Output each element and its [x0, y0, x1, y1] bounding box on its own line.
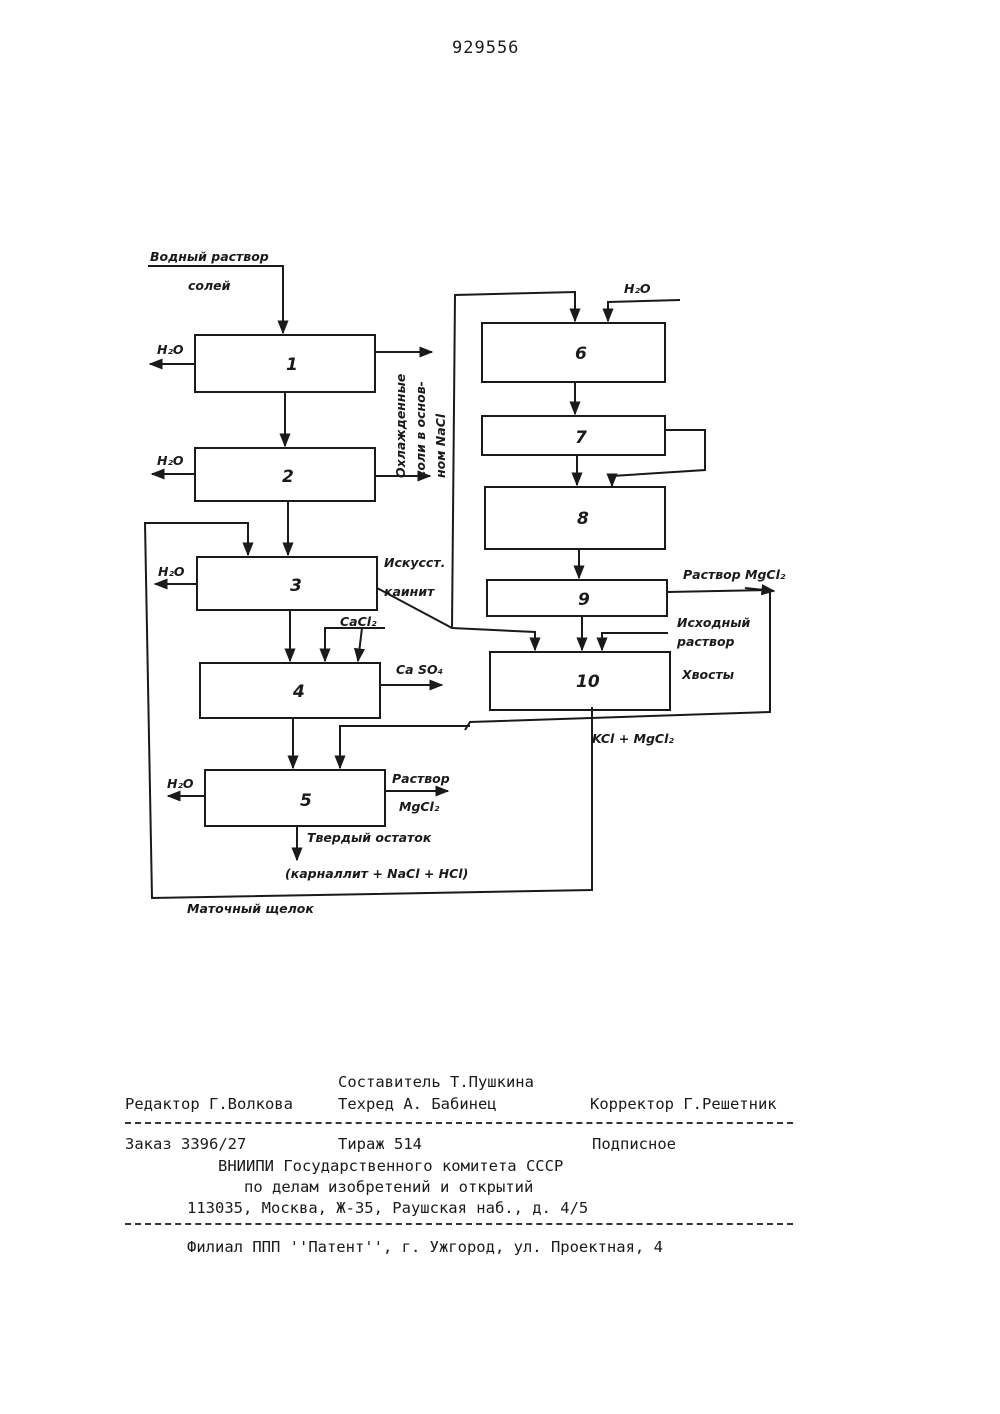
circulation: Тираж 514: [338, 1135, 422, 1153]
org-line-2: по делам изобретений и открытий: [244, 1178, 533, 1196]
block-8-number: 8: [577, 509, 589, 529]
cacl2-label: CaCl₂: [340, 614, 377, 629]
water-label-1: H₂O: [157, 342, 184, 357]
subscription: Подписное: [592, 1135, 676, 1153]
kainite-label-2: каинит: [384, 584, 435, 599]
block-5-number: 5: [300, 791, 312, 811]
branch: Филиал ППП ''Патент'', г. Ужгород, ул. П…: [187, 1238, 663, 1256]
mother-liquor-label: Маточный щелок: [187, 901, 314, 916]
mgcl2-label-5a: Раствор: [392, 771, 450, 786]
process-flow-diagram: 1 2 3 4 5 6 7 8 9 10 Водный раствор соле…: [0, 0, 1000, 1000]
mgcl2-label-5b: MgCl₂: [399, 799, 440, 814]
divider-bottom: [125, 1223, 793, 1225]
block-1: [195, 335, 375, 392]
block-9-number: 9: [578, 590, 590, 610]
corrector: Корректор Г.Решетник: [590, 1095, 777, 1113]
recycle-7-8: [612, 430, 705, 486]
block-2-number: 2: [282, 467, 294, 487]
initial-solution-in: [602, 633, 668, 650]
solid-residue-label: Твердый остаток: [307, 830, 432, 845]
caso4-label: Ca SO₄: [396, 662, 443, 677]
block-3-number: 3: [290, 576, 302, 596]
water-in-6: [608, 300, 680, 321]
feed-label-2: солей: [188, 278, 231, 293]
cacl2-arrow: [325, 628, 385, 661]
water-label-3: H₂O: [158, 564, 185, 579]
editor: Редактор Г.Волкова: [125, 1095, 293, 1113]
block-9: [487, 580, 667, 616]
compiler: Составитель Т.Пушкина: [338, 1073, 534, 1091]
cooled-label-1: Охлажденные: [393, 374, 408, 478]
feed-arrow: [148, 266, 283, 333]
block-4: [200, 663, 380, 718]
return-to-5: [340, 726, 470, 768]
initial-solution-label-2: раствор: [676, 634, 735, 649]
kainite-label-1: Искусст.: [384, 555, 445, 570]
org-line-1: ВНИИПИ Государственного комитета СССР: [218, 1157, 563, 1175]
block-5: [205, 770, 385, 826]
block-6-number: 6: [575, 344, 587, 364]
mgcl2-label-9: Раствор MgCl₂: [683, 567, 786, 582]
kcl-mgcl2-label: KCl + MgCl₂: [592, 731, 674, 746]
water-label-2: H₂O: [157, 453, 184, 468]
address: 113035, Москва, Ж-35, Раушская наб., д. …: [187, 1199, 588, 1217]
initial-solution-label-1: Исходный: [677, 615, 751, 630]
block-3: [197, 557, 377, 610]
techred: Техред А. Бабинец: [338, 1095, 497, 1113]
cooled-label-2: соли в основ-: [413, 381, 428, 478]
divider-top: [125, 1122, 793, 1124]
cacl2-branch: [358, 628, 362, 661]
block-4-number: 4: [292, 682, 305, 702]
water-label-6: H₂O: [624, 281, 651, 296]
top-recycle: [452, 292, 575, 628]
block-10-number: 10: [576, 672, 600, 692]
cooled-label-3: ном NaCl: [433, 413, 448, 478]
feed-label-1: Водный раствор: [150, 249, 269, 264]
block-7-number: 7: [575, 428, 587, 448]
tails-label: Хвосты: [681, 667, 734, 682]
block-7: [482, 416, 665, 455]
order: Заказ 3396/27: [125, 1135, 246, 1153]
carnallite-label: (карналлит + NaCl + HCl): [285, 866, 468, 881]
block-1-number: 1: [286, 355, 298, 375]
block-6: [482, 323, 665, 382]
water-label-5: H₂O: [167, 776, 194, 791]
block-8: [485, 487, 665, 549]
